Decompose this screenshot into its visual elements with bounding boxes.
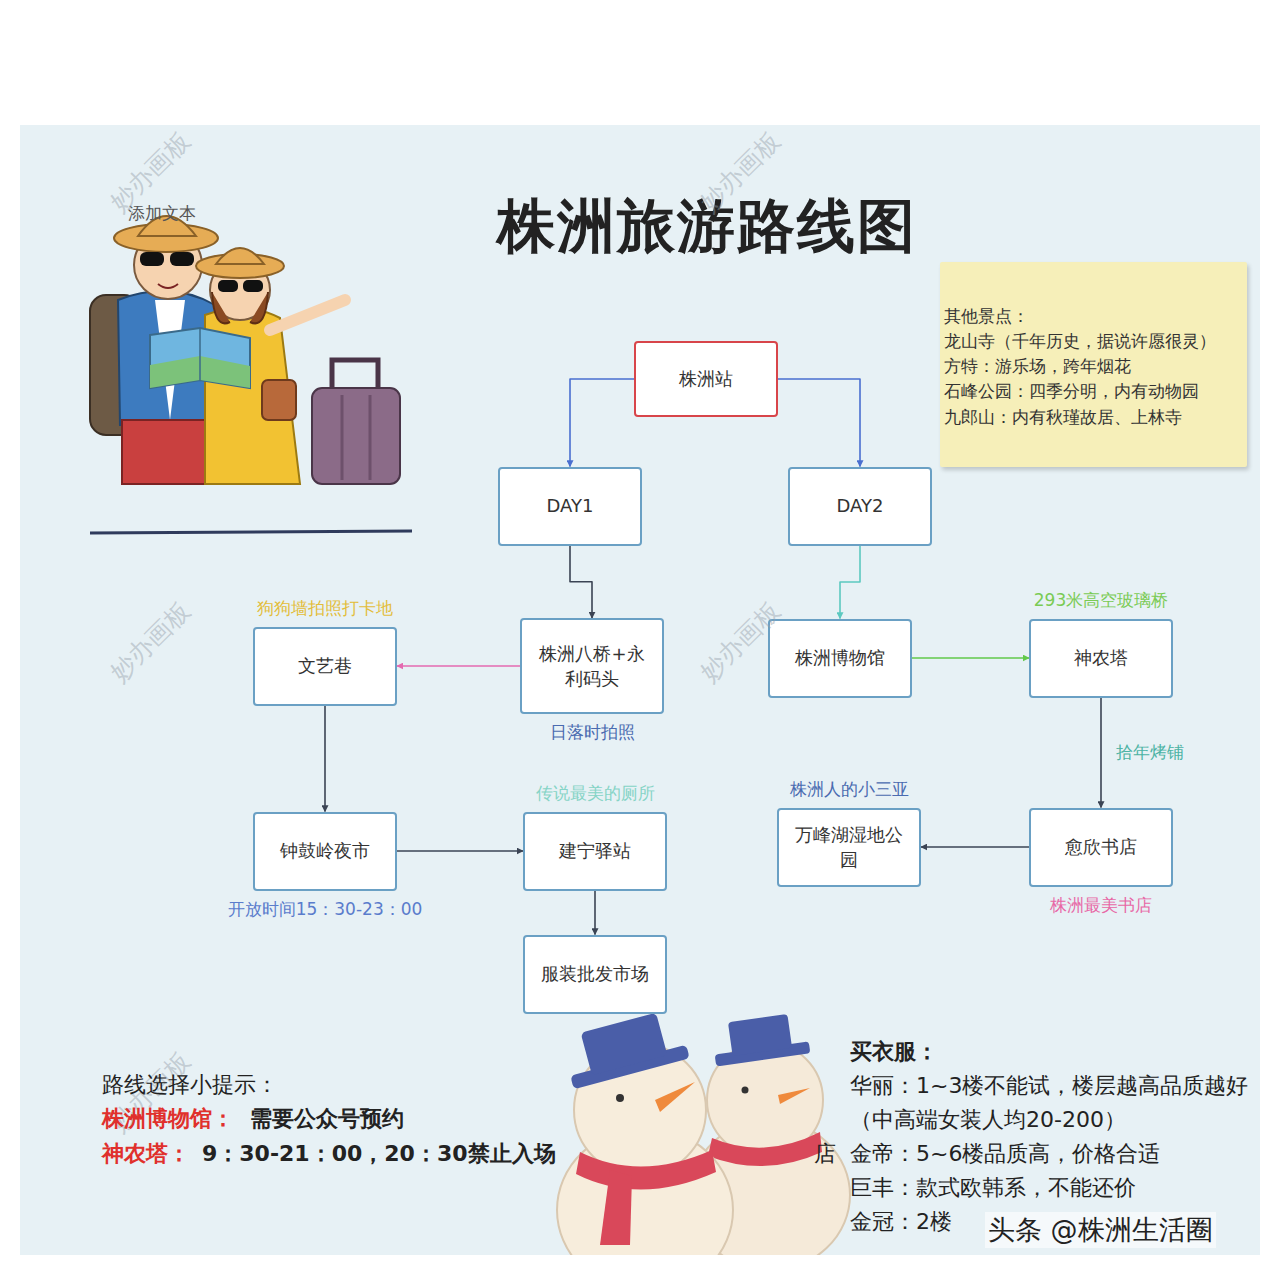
node-text: 万峰湖湿地公园 — [793, 822, 905, 872]
process-box: DAY2 — [788, 467, 932, 546]
shopping-heading: 买衣服： — [850, 1037, 938, 1067]
process-box: 钟鼓岭夜市开放时间15：30-23：00 — [253, 812, 397, 891]
node-text: 株洲博物馆 — [795, 645, 885, 670]
process-box: 愈欣书店株洲最美书店 — [1029, 808, 1173, 887]
node-text: DAY1 — [547, 493, 594, 518]
tip-value: 9：30-21：00，20：30禁止入场 — [202, 1139, 556, 1169]
process-box: 神农塔293米高空玻璃桥 — [1029, 619, 1173, 698]
diagram-title: 株洲旅游路线图 — [0, 188, 1280, 266]
node-text: 服装批发市场 — [541, 961, 649, 986]
connector-arrow — [570, 546, 592, 619]
node-annotation: 株洲最美书店 — [1050, 895, 1152, 915]
connector-arrow — [778, 379, 860, 467]
node-annotation: 293米高空玻璃桥 — [1034, 590, 1168, 610]
node-text: 其他景点： — [944, 304, 1241, 329]
node-annotation: 传说最美的厕所 — [536, 783, 655, 803]
note-line: 方特：游乐场，跨年烟花 — [944, 354, 1241, 379]
process-box: 万峰湖湿地公园株洲人的小三亚 — [777, 808, 921, 887]
edge-label: 拾年烤铺 — [1113, 741, 1187, 764]
stray-text: 店 — [814, 1139, 836, 1169]
process-box: 株洲站 — [634, 341, 778, 417]
node-text: 株洲站 — [679, 366, 733, 391]
node-annotation: 株洲人的小三亚 — [790, 779, 909, 799]
shopping-note: 巨丰：款式欧韩系，不能还价 — [850, 1173, 1136, 1203]
connector-arrow — [1100, 698, 1102, 808]
node-annotation: 日落时拍照 — [550, 722, 635, 742]
process-box: 建宁驿站传说最美的厕所 — [523, 812, 667, 891]
connector-arrow — [594, 891, 596, 935]
process-box: 株洲博物馆 — [768, 619, 912, 698]
node-annotation: 狗狗墙拍照打卡地 — [257, 598, 393, 618]
tips-heading: 路线选择小提示： — [102, 1070, 278, 1100]
process-box: DAY1 — [498, 467, 642, 546]
tip-key: 神农塔： — [102, 1139, 190, 1169]
connector-arrow — [912, 657, 1029, 659]
note-card: 其他景点：龙山寺（千年历史，据说许愿很灵）方特：游乐场，跨年烟花石峰公园：四季分… — [940, 262, 1247, 467]
source-watermark: 头条 @株洲生活圈 — [985, 1212, 1216, 1248]
process-box: 服装批发市场 — [523, 935, 667, 1014]
tip-value: 需要公众号预约 — [250, 1104, 404, 1134]
node-text: 株洲八桥+永利码头 — [536, 641, 648, 691]
note-line: 九郎山：内有秋瑾故居、上林寺 — [944, 405, 1241, 430]
node-text: 愈欣书店 — [1065, 834, 1137, 859]
node-annotation: 开放时间15：30-23：00 — [228, 899, 423, 919]
node-text: 建宁驿站 — [559, 838, 631, 863]
watermark: 妙办画板 — [103, 594, 197, 688]
node-text: 钟鼓岭夜市 — [280, 838, 370, 863]
connector-arrow — [397, 665, 520, 667]
connector-arrow — [570, 379, 634, 467]
process-box: 株洲八桥+永利码头日落时拍照 — [520, 618, 664, 714]
node-text: 文艺巷 — [298, 653, 352, 678]
connector-arrow — [324, 706, 326, 812]
connector-arrow — [921, 846, 1029, 848]
shopping-note: 金帝：5~6楼品质高，价格合适 — [850, 1139, 1160, 1169]
connector-arrow — [397, 850, 523, 852]
node-text: DAY2 — [837, 493, 884, 518]
shopping-note: 金冠：2楼 — [850, 1207, 952, 1237]
process-box: 文艺巷狗狗墙拍照打卡地 — [253, 627, 397, 706]
note-line: 石峰公园：四季分明，内有动物园 — [944, 379, 1241, 404]
tip-key: 株洲博物馆： — [102, 1104, 234, 1134]
note-line: 龙山寺（千年历史，据说许愿很灵） — [944, 329, 1241, 354]
connector-arrow — [840, 546, 860, 619]
node-text: 神农塔 — [1074, 645, 1128, 670]
shopping-note: 华丽：1~3楼不能试，楼层越高品质越好（中高端女装人均20-200） — [850, 1069, 1255, 1137]
